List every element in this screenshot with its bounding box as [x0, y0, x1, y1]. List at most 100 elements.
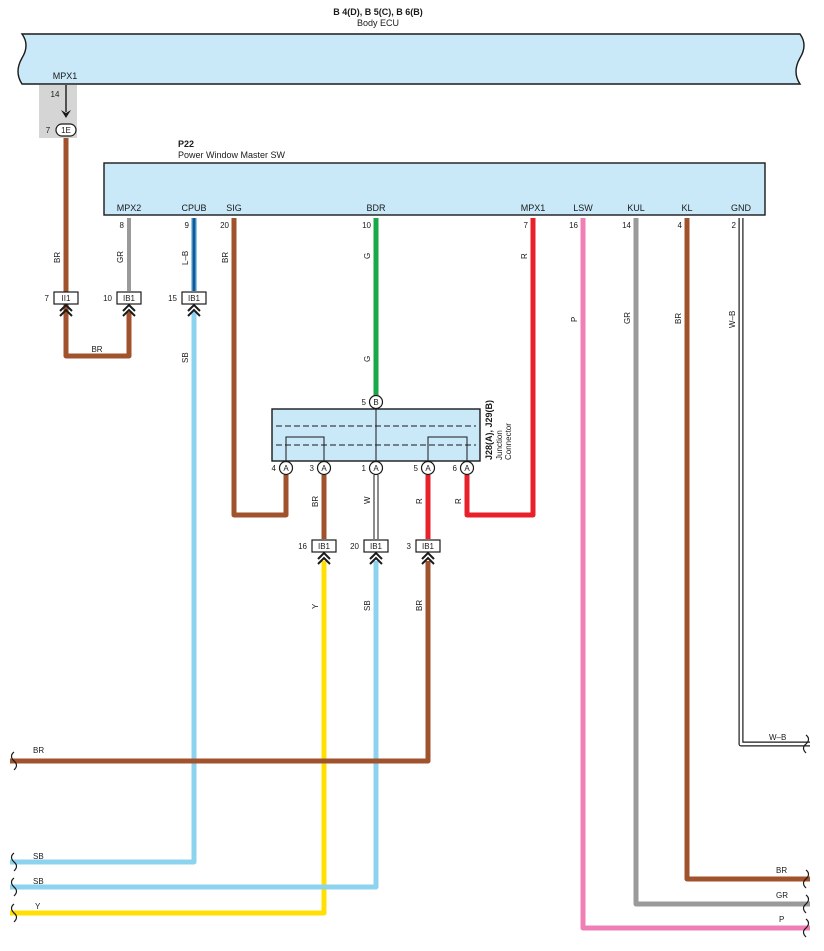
- junction-pin-letter-3: A: [425, 464, 431, 473]
- upper-connector-ii1: II1 7: [45, 291, 79, 317]
- lower-connector-ib1-20: IB1 20: [350, 539, 389, 565]
- upper-connector-id-1: IB1: [123, 294, 136, 303]
- label-j5-r: R: [415, 498, 424, 504]
- label-sb-down: SB: [181, 352, 190, 363]
- label-out-br: BR: [33, 746, 44, 755]
- pin-kul: 14: [622, 221, 631, 230]
- wire-sb-cpub-out: [10, 312, 197, 865]
- junction-top-letter: B: [373, 398, 378, 407]
- junction-pin-letter-2: A: [373, 464, 379, 473]
- label-j3-br: BR: [311, 496, 320, 507]
- lower-connector-pin-1: 20: [350, 542, 359, 551]
- upper-connector-pin-0: 7: [45, 294, 50, 303]
- junction-pin-1: [368, 460, 384, 476]
- wire-br-sig: [231, 218, 289, 518]
- label-out-sb-1: SB: [33, 852, 44, 861]
- label-loop-br: BR: [91, 345, 102, 354]
- junction-pin-letter-0: A: [283, 464, 289, 473]
- label-kl-br: BR: [674, 313, 683, 324]
- junction-top-pin: [368, 394, 384, 410]
- term-gnd: GND: [731, 203, 752, 213]
- junction-pin-letter-4: A: [464, 464, 470, 473]
- chevron-up-icon: [187, 303, 201, 317]
- junction-pin-number-2: 1: [362, 464, 367, 473]
- ecu-connector-pin: 7: [46, 126, 51, 135]
- label-gnd-out: W–B: [769, 733, 786, 742]
- upper-connector-ib1-10: IB1 10: [103, 291, 142, 317]
- pin-sig: 20: [220, 221, 229, 230]
- pin-mpx1: 7: [524, 221, 529, 230]
- lower-connector-ib1-16: IB1 16: [298, 539, 337, 565]
- upper-connector-pin-2: 15: [168, 294, 177, 303]
- label-kl-out: BR: [776, 866, 787, 875]
- upper-connector-id-0: II1: [62, 294, 71, 303]
- wire-br-mpx1: [63, 136, 132, 359]
- label-mpx1-r: R: [520, 253, 529, 259]
- lower-connector-id-0: IB1: [318, 542, 331, 551]
- chevron-up-icon: [369, 551, 383, 565]
- junction-top-pin-number: 5: [362, 398, 367, 407]
- junction-pin-number-1: 3: [310, 464, 315, 473]
- junction-pin-6: [459, 460, 475, 476]
- junction-name-1: Junction: [495, 430, 504, 460]
- master-sw-code: P22: [178, 139, 194, 149]
- label-bdr-g-mid: G: [363, 356, 372, 362]
- term-mpx2: MPX2: [117, 203, 142, 213]
- junction-pin-number-3: 5: [414, 464, 419, 473]
- junction-pin-4: [278, 460, 294, 476]
- junction-bottom-pins: A 4 A 3 A 1 A 5 A 6: [272, 460, 475, 476]
- ecu-pin: 14: [51, 90, 60, 99]
- lower-connector-ib1-3: IB1 3: [407, 539, 441, 565]
- chevron-up-icon: [317, 551, 331, 565]
- junction-name-2: Connector: [504, 423, 513, 460]
- wire-y-out: [10, 561, 327, 916]
- wire-br-out: [10, 561, 431, 764]
- junction-code: J28(A), J29(B): [484, 400, 494, 460]
- term-bdr: BDR: [366, 203, 386, 213]
- wire-break-marks: [10, 734, 810, 938]
- ecu-title: B 4(D), B 5(C), B 6(B): [333, 7, 423, 17]
- chevron-up-icon: [122, 303, 136, 317]
- pin-mpx2: 8: [120, 221, 125, 230]
- lower-connector-pin-0: 16: [298, 542, 307, 551]
- upper-connector-id-2: IB1: [188, 294, 201, 303]
- master-sw-box: [103, 162, 766, 216]
- label-out-y: Y: [35, 902, 41, 911]
- upper-connector-ib1-15: IB1 15: [168, 291, 207, 317]
- label-sig-br: BR: [221, 252, 230, 263]
- master-sw-terminal-labels: MPX2 CPUB SIG BDR MPX1 LSW KUL KL GND: [117, 203, 752, 213]
- wire-p-lsw: [580, 218, 810, 931]
- label-kul-out: GR: [776, 891, 788, 900]
- master-sw-pin-numbers: 8 9 20 10 7 16 14 4 2: [120, 221, 737, 230]
- master-sw-name: Power Window Master SW: [178, 150, 286, 160]
- label-kul-gr: GR: [623, 312, 632, 324]
- lower-connector-pin-2: 3: [407, 542, 412, 551]
- pin-cpub: 9: [185, 221, 190, 230]
- term-lsw: LSW: [573, 203, 593, 213]
- label-lsw-out: P: [779, 915, 784, 924]
- label-lsw-p: P: [570, 317, 579, 322]
- wire-sb-out: [10, 561, 379, 890]
- junction-pin-number-0: 4: [272, 464, 277, 473]
- ecu-connector-id: 1E: [61, 126, 71, 135]
- wire-r-mpx1: [464, 218, 536, 518]
- wire-color-labels: BR GR L–B BR SB BR G G R P GR BR W–B BR …: [33, 251, 788, 924]
- label-bdr-g-top: G: [363, 253, 372, 259]
- junction-pin-5: [420, 460, 436, 476]
- junction-pin-3: [316, 460, 332, 476]
- term-cpub: CPUB: [181, 203, 206, 213]
- ecu-arrow-icon: [61, 110, 71, 118]
- label-br-down: BR: [415, 600, 424, 611]
- ecu-box: [17, 33, 805, 85]
- term-mpx1: MPX1: [521, 203, 546, 213]
- wire-gr-kul: [633, 218, 810, 907]
- term-sig: SIG: [226, 203, 242, 213]
- upper-connector-pin-1: 10: [103, 294, 112, 303]
- chevron-up-icon: [59, 303, 73, 317]
- wire-wb-gnd: [739, 218, 810, 746]
- chevron-up-icon: [421, 551, 435, 565]
- label-mpx1-br: BR: [53, 252, 62, 263]
- term-kul: KUL: [627, 203, 645, 213]
- lower-connector-id-1: IB1: [370, 542, 383, 551]
